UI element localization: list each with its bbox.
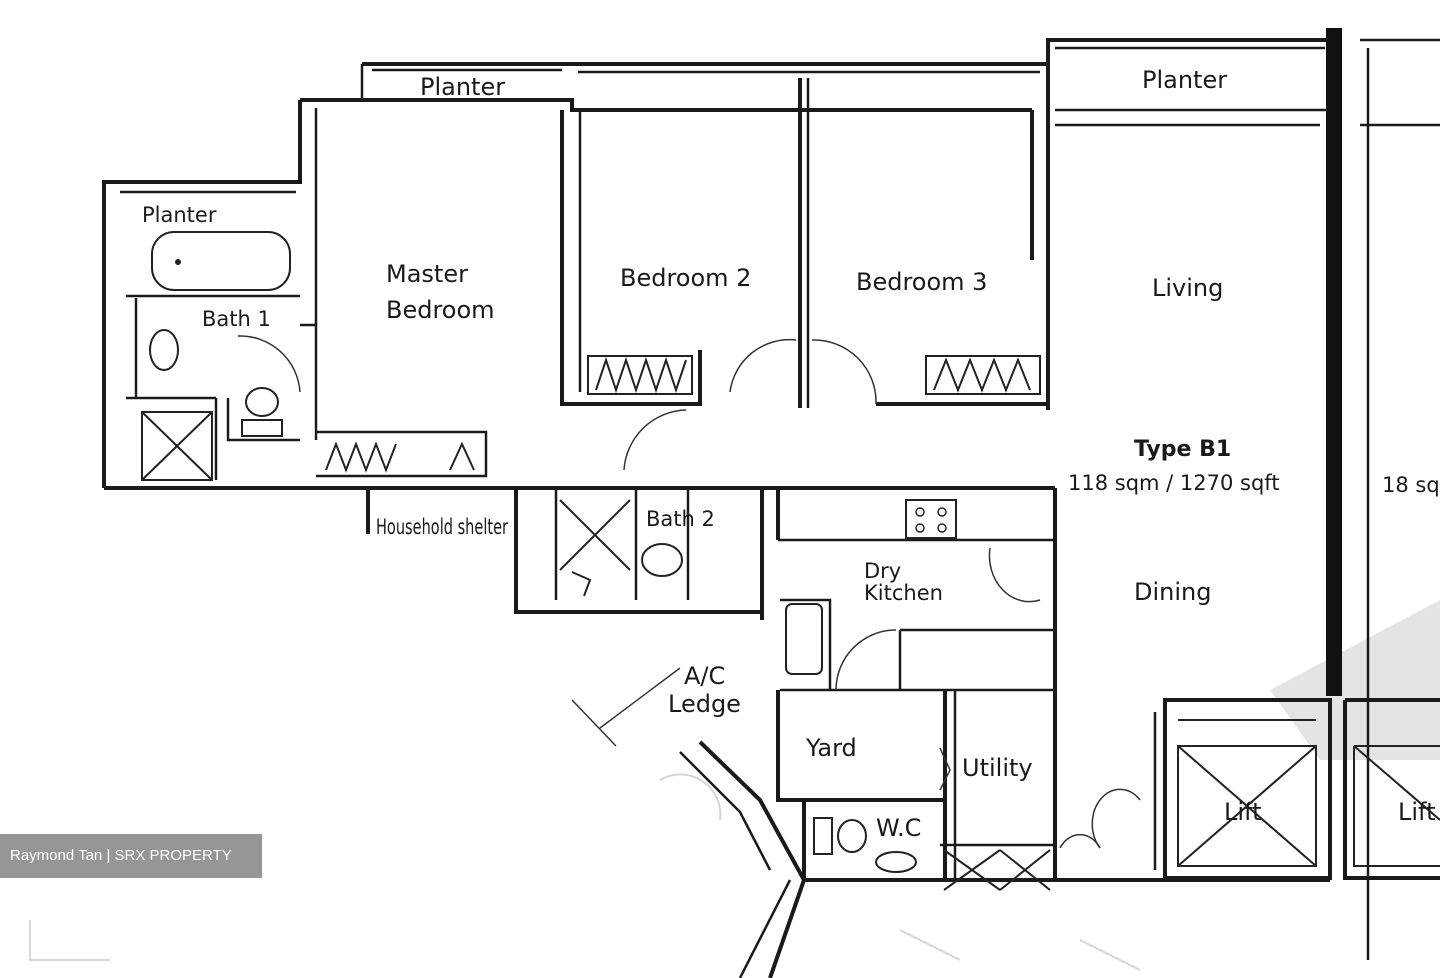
bedroom3-label: Bedroom 3 (856, 268, 987, 296)
neighbor-area-label: 18 sq (1382, 473, 1440, 497)
bath1-label: Bath 1 (202, 307, 271, 331)
outer-walls (102, 28, 1440, 960)
faint-lines (29, 773, 1141, 971)
dining-label: Dining (1134, 578, 1211, 606)
unit-type-label: Type B1 (1134, 437, 1231, 462)
unit-area-label: 118 sqm / 1270 sqft (1068, 471, 1280, 495)
utility-label: Utility (962, 754, 1033, 782)
dry-kitchen-label-line2: Kitchen (864, 581, 943, 605)
photographer-watermark: Raymond Tan | SRX PROPERTY (0, 834, 262, 878)
structural-column (1326, 28, 1342, 696)
ac-ledge-label-line1: A/C (684, 662, 725, 690)
living-label: Living (1152, 274, 1223, 302)
planter-label-top-right: Planter (1142, 66, 1227, 94)
bath2-label: Bath 2 (646, 507, 715, 531)
fixtures (141, 231, 1440, 978)
interior-walls (126, 78, 1440, 882)
dry-kitchen-label-line1: Dry (864, 559, 901, 583)
doors (237, 335, 1141, 849)
master-bedroom-label-line2: Bedroom (386, 296, 495, 324)
ac-ledge-label-line2: Ledge (668, 690, 741, 718)
planter-label-bath: Planter (142, 203, 217, 227)
planter-label-top-left: Planter (420, 73, 505, 101)
room-labels: Planter Planter Planter Master Bedroom B… (142, 66, 1440, 842)
wc-label: W.C (876, 814, 921, 842)
lift-label-left: Lift (1224, 798, 1261, 826)
bedroom2-label: Bedroom 2 (620, 264, 751, 292)
master-bedroom-label-line1: Master (386, 260, 468, 288)
lobby-shading (1270, 600, 1440, 760)
lift-label-right: Lift (1398, 798, 1435, 826)
household-shelter-label: Household shelter (376, 515, 508, 539)
yard-label: Yard (805, 734, 857, 762)
